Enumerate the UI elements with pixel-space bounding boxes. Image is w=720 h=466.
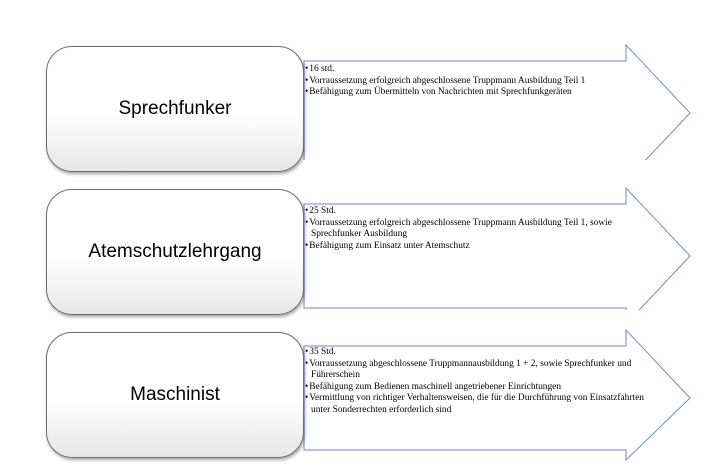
bullet-item: Befähigung zum Übermitteln von Nachricht… (305, 87, 650, 99)
bullet-item: Vorraussetzung abgeschlossene Truppmanna… (305, 359, 650, 382)
box-label: Sprechfunker (118, 98, 232, 119)
bullet-item: Befähigung zum Einsatz unter Atemschutz (305, 241, 650, 253)
process-row-atemschutzlehrgang: Atemschutzlehrgang 25 Std. Vorraussetzun… (0, 160, 720, 315)
bullet-item: Vermittlung von richtiger Verhaltensweis… (305, 393, 650, 416)
process-row-maschinist: Maschinist 35 Std. Vorraussetzung abgesc… (0, 310, 720, 466)
bullet-item: Vorraussetzung erfolgreich abgeschlossen… (305, 218, 650, 241)
bullet-list: 35 Std. Vorraussetzung abgeschlossene Tr… (305, 347, 650, 416)
bullet-item: 35 Std. (305, 347, 650, 359)
box-sprechfunker: Sprechfunker (46, 46, 304, 172)
box-atemschutzlehrgang: Atemschutzlehrgang (46, 189, 304, 315)
bullet-list: 25 Std. Vorraussetzung erfolgreich abges… (305, 206, 650, 252)
box-maschinist: Maschinist (46, 332, 304, 458)
box-label: Maschinist (130, 384, 220, 405)
bullet-item: 16 std. (305, 64, 650, 76)
bullet-item: Vorraussetzung erfolgreich abgeschlossen… (305, 76, 650, 88)
box-label: Atemschutzlehrgang (88, 241, 262, 262)
process-row-sprechfunker: Sprechfunker 16 std. Vorraussetzung erfo… (0, 0, 720, 172)
bullet-list: 16 std. Vorraussetzung erfolgreich abges… (305, 64, 650, 99)
bullet-item: 25 Std. (305, 206, 650, 218)
bullet-item: Befähigung zum Bedienen maschinell anget… (305, 382, 650, 394)
